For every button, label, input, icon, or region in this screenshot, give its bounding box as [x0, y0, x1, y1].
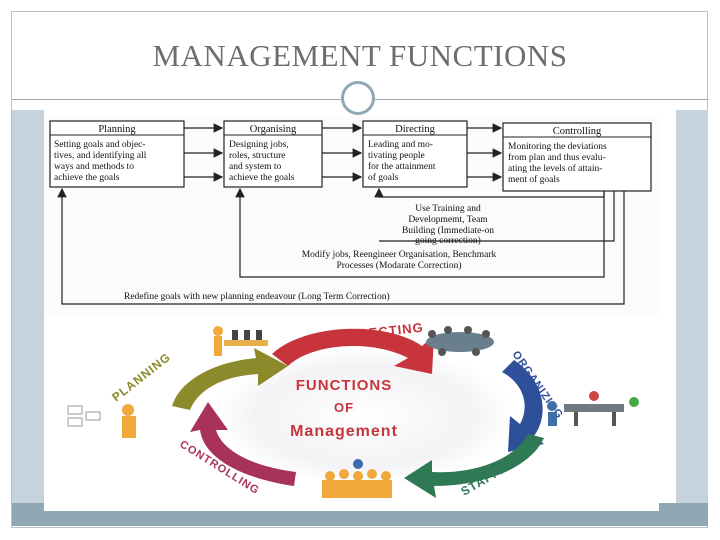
organising-line: Designing jobs,: [229, 140, 289, 150]
feedback-line: Building (Immediate-on: [402, 225, 494, 236]
office-desk-icon: [547, 391, 639, 426]
feedback-line: Redefine goals with new planning endeavo…: [124, 291, 390, 302]
left-side-bar: [12, 110, 44, 526]
controlling-header: Controlling: [553, 126, 602, 137]
organising-line: achieve the goals: [229, 173, 295, 183]
slide-title: MANAGEMENT FUNCTIONS: [152, 38, 568, 73]
planning-label: PLANNING: [109, 350, 173, 405]
feedback-loops: [57, 187, 625, 305]
feedback-line: going correction): [415, 235, 481, 246]
controlling-arc: [190, 402, 296, 486]
cycle-svg: DIRECTING ORGANIZING STAFFING CONTROLLIN…: [67, 320, 639, 499]
long-term-correction-label: Redefine goals with new planning endeavo…: [124, 291, 390, 302]
controlling-line: Monitoring the deviations: [508, 142, 607, 152]
feedback-line: Modify jobs, Reengineer Organisation, Be…: [302, 249, 497, 260]
directing-header: Directing: [395, 124, 435, 135]
meeting-table-icon: [426, 326, 494, 356]
planning-line: ways and methods to: [54, 162, 134, 172]
feedback-line: Use Training and: [415, 204, 481, 214]
planning-arc: [172, 348, 288, 410]
forward-arrows: [184, 123, 503, 182]
feedback-line: Processes (Modarate Correction): [336, 260, 461, 271]
title-rule-right: [375, 99, 708, 100]
controlling-line: ating the levels of attain-: [508, 163, 602, 174]
person-with-blocks-icon: [213, 326, 268, 356]
staffing-arc: [404, 434, 544, 498]
organising-header: Organising: [250, 124, 297, 135]
directing-arc: [272, 328, 434, 374]
organising-line: and system to: [229, 162, 281, 172]
planning-line: achieve the goals: [54, 173, 120, 183]
planning-line: tives, and identifying all: [54, 150, 147, 161]
directing-box: Directing Leading and mo- tivating peopl…: [362, 120, 468, 188]
title-rule-left: [12, 99, 341, 100]
center-line-of: OF: [334, 400, 354, 415]
directing-line: tivating people: [368, 151, 425, 161]
person-with-flowchart-icon: [67, 404, 136, 438]
feedback-line: Developmemt, Team: [408, 215, 488, 225]
title-circle-ornament: [341, 81, 375, 115]
controlling-line: from plan and thus evalu-: [508, 152, 606, 163]
planning-header: Planning: [98, 124, 136, 135]
controlling-line: ment of goals: [508, 174, 560, 185]
directing-line: of goals: [368, 172, 399, 183]
immediate-correction-label: Use Training and Developmemt, Team Build…: [402, 204, 494, 246]
planning-box: Planning Setting goals and objec- tives,…: [49, 120, 185, 188]
center-line-functions: FUNCTIONS: [296, 377, 393, 394]
planning-line: Setting goals and objec-: [54, 140, 146, 150]
controlling-box: Controlling Monitoring the deviations fr…: [502, 122, 652, 192]
flowchart-svg: Planning Setting goals and objec- tives,…: [49, 120, 652, 305]
team-cheering-icon: [322, 459, 392, 498]
directing-line: for the attainment: [368, 161, 436, 172]
organising-line: roles, structure: [229, 151, 285, 161]
right-side-bar: [676, 110, 708, 526]
organizing-arc: [502, 360, 544, 452]
organising-box: Organising Designing jobs, roles, struct…: [223, 120, 323, 188]
moderate-correction-label: Modify jobs, Reengineer Organisation, Be…: [302, 249, 497, 271]
directing-line: Leading and mo-: [368, 140, 433, 150]
functions-cycle-image: DIRECTING ORGANIZING STAFFING CONTROLLIN…: [44, 318, 659, 511]
center-line-management: Management: [290, 423, 398, 440]
management-flowchart-image: Planning Setting goals and objec- tives,…: [44, 117, 659, 314]
